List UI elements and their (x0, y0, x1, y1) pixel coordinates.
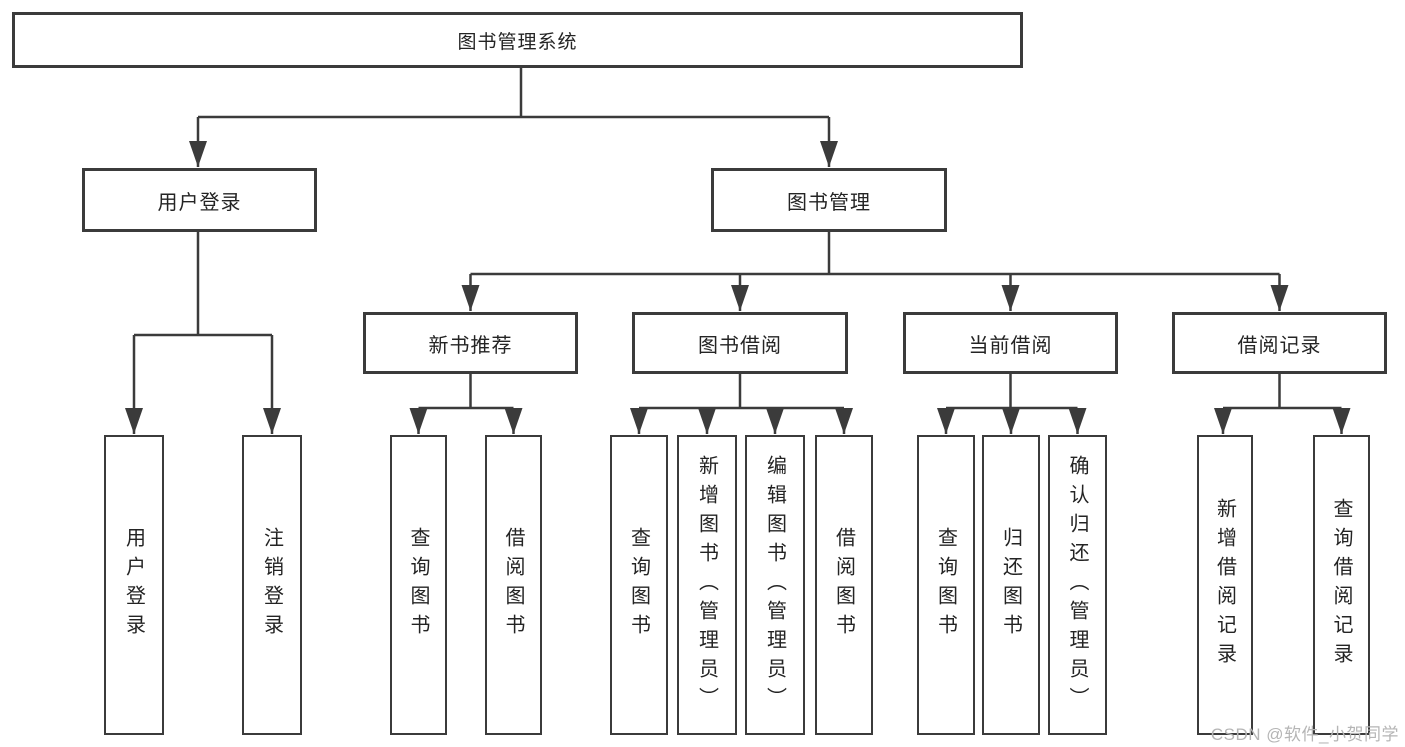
node-user-login: 用户登录 (82, 168, 317, 232)
node-new-book-recommend: 新书推荐 (363, 312, 578, 374)
leaf-return-books: 归还图书 (982, 435, 1040, 735)
leaf-query-borrow-record: 查询借阅记录 (1313, 435, 1370, 735)
leaf-edit-book-admin: 编辑图书（管理员） (745, 435, 805, 735)
leaf-query-books-borrowing: 查询图书 (610, 435, 668, 735)
leaf-query-books-current: 查询图书 (917, 435, 975, 735)
leaf-borrow-books-borrowing: 借阅图书 (815, 435, 873, 735)
node-book-management: 图书管理 (711, 168, 947, 232)
connector-new-book-recommend-children (409, 374, 523, 434)
leaf-confirm-return-admin: 确认归还（管理员） (1048, 435, 1107, 735)
connector-book-management-children (461, 232, 1289, 311)
connector-borrow-records-children (1214, 374, 1351, 434)
leaf-user-login: 用户登录 (104, 435, 164, 735)
node-root-library-system: 图书管理系统 (12, 12, 1023, 68)
connector-root-to-level2 (189, 68, 838, 167)
leaf-add-book-admin: 新增图书（管理员） (677, 435, 737, 735)
connector-current-borrowing-children (937, 374, 1087, 434)
leaf-borrow-books-recommend: 借阅图书 (485, 435, 542, 735)
leaf-add-borrow-record: 新增借阅记录 (1197, 435, 1253, 735)
leaf-logout: 注销登录 (242, 435, 302, 735)
csdn-watermark: CSDN @软件_小贺同学 (1210, 725, 1399, 744)
node-current-borrowing: 当前借阅 (903, 312, 1118, 374)
leaf-query-books-recommend: 查询图书 (390, 435, 447, 735)
connector-user-login-children (125, 232, 281, 434)
node-book-borrowing: 图书借阅 (632, 312, 848, 374)
node-borrow-records: 借阅记录 (1172, 312, 1387, 374)
connector-book-borrowing-children (630, 374, 853, 434)
